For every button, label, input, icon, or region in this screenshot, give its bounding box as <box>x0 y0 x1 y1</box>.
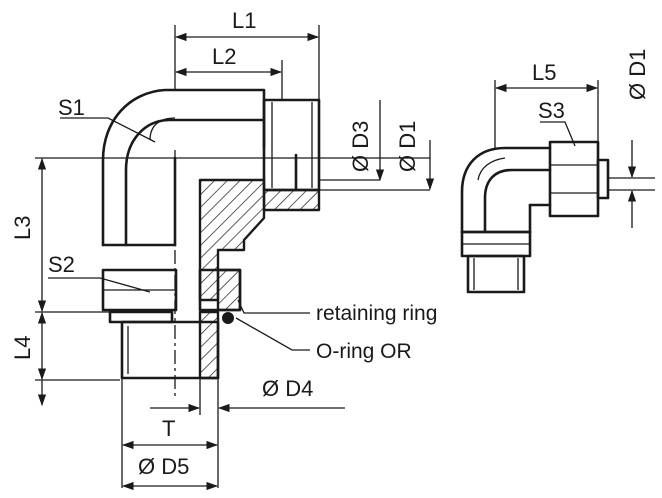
label-l3: L3 <box>10 216 35 240</box>
outlet-section-hatch <box>262 188 321 212</box>
label-s2: S2 <box>48 252 75 277</box>
label-l4: L4 <box>10 336 35 360</box>
label-l1: L1 <box>232 8 256 33</box>
o-ring-leader <box>235 317 310 351</box>
label-d1: Ø D1 <box>395 121 420 172</box>
s1-leader <box>60 117 156 143</box>
label-retaining-ring: retaining ring <box>316 302 437 325</box>
small-lower-stub <box>460 230 532 294</box>
retaining-ring-leader <box>237 299 310 314</box>
label-d4: Ø D4 <box>262 376 313 401</box>
small-elbow-outer <box>460 146 552 234</box>
label-l2: L2 <box>212 44 236 69</box>
lower-spigot <box>108 310 220 380</box>
main-fitting-view: L1 L2 S1 S2 retaining ring O-ring OR Ø D… <box>10 8 437 491</box>
label-d3: Ø D3 <box>348 121 373 172</box>
o-ring-section <box>222 312 234 324</box>
outlet-thread <box>262 98 321 192</box>
label-s1: S1 <box>58 95 85 120</box>
elbow-body-outline <box>101 88 266 247</box>
label-o-ring: O-ring OR <box>316 340 412 363</box>
s3-leader <box>540 121 576 147</box>
label-d5: Ø D5 <box>138 454 189 479</box>
small-elbow-inner <box>483 168 552 234</box>
tube-stub <box>596 158 610 200</box>
label-t: T <box>162 416 175 441</box>
compression-fitting-view: L5 S3 Ø D1 <box>460 49 655 294</box>
small-elbow-detail <box>477 157 506 181</box>
retaining-ring-section <box>216 268 242 312</box>
union-nut-s3 <box>548 140 600 218</box>
label-s3: S3 <box>538 98 565 123</box>
elbow-detail-line <box>149 117 176 141</box>
label-l5: L5 <box>532 60 556 85</box>
label-small-d1: Ø D1 <box>625 49 650 100</box>
hex-nut-s2 <box>101 268 178 312</box>
s2-leader <box>48 277 151 293</box>
